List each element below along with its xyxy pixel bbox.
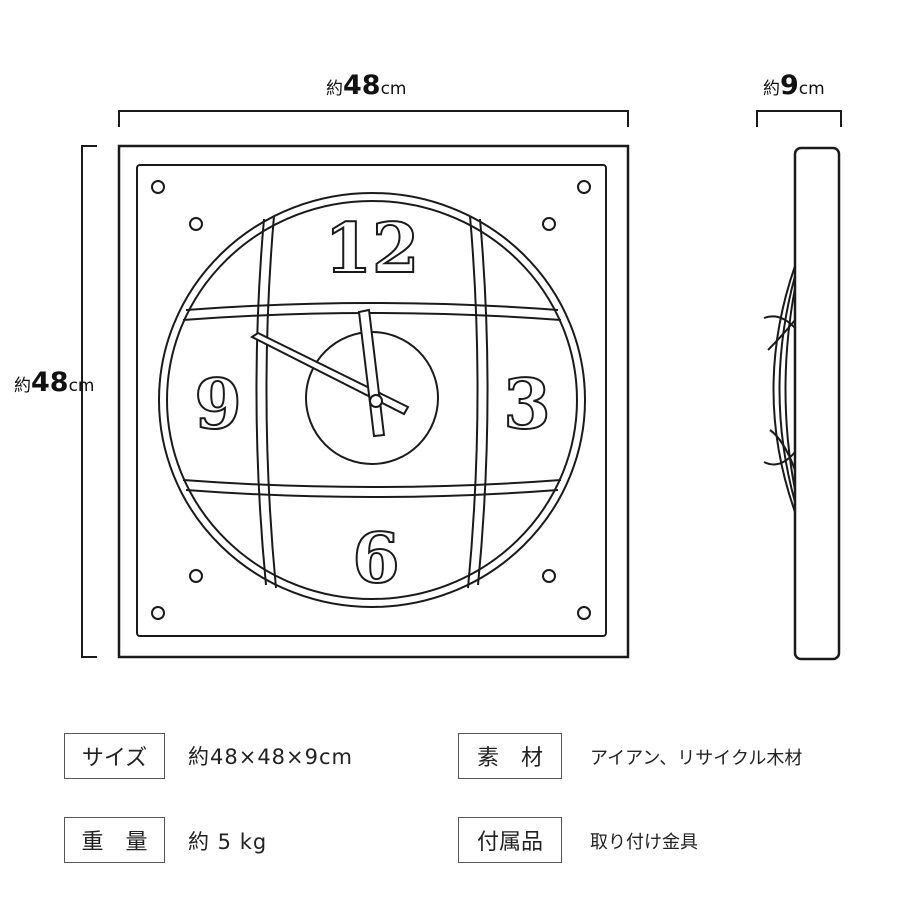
spec-value-weight: 約 5 kg: [188, 830, 268, 854]
width-prefix: 約: [326, 79, 343, 99]
side-view-ring: [778, 275, 796, 503]
iron-bar-right: [477, 218, 489, 586]
screw-hole: [189, 569, 203, 583]
spec-label-weight: 重 量: [64, 817, 165, 863]
spec-label-material: 素 材: [458, 733, 562, 779]
spec-value-material: アイアン、リサイクル木材: [590, 748, 803, 769]
side-view-board: [793, 146, 841, 661]
iron-ring-outer: [158, 192, 586, 608]
iron-bar-bottom: [182, 479, 562, 488]
numeral-6: 6: [352, 519, 399, 599]
iron-bar-left: [255, 218, 267, 586]
screw-hole: [151, 180, 165, 194]
clock-outer-frame: [117, 144, 630, 659]
depth-prefix: 約: [763, 79, 780, 99]
hand-pivot: [369, 394, 383, 408]
side-view-bar: [769, 429, 796, 471]
iron-bar-right: [467, 215, 479, 589]
height-dimension-line: [81, 145, 97, 658]
iron-bar-top: [182, 312, 562, 321]
height-label: 約48cm: [14, 367, 95, 398]
depth-value: 9: [780, 70, 799, 101]
numeral-12: 12: [325, 209, 420, 289]
height-prefix: 約: [14, 376, 31, 396]
side-view-bar: [767, 319, 796, 351]
numeral-3: 3: [503, 365, 550, 445]
side-view-ring: [784, 287, 796, 491]
screw-hole: [542, 217, 556, 231]
side-view-bar: [763, 315, 796, 329]
spec-value-size: 約48×48×9cm: [188, 745, 353, 769]
height-unit: cm: [68, 376, 95, 396]
screw-hole: [577, 180, 591, 194]
iron-bar-left: [265, 215, 277, 589]
width-label: 約48cm: [326, 70, 407, 101]
minute-hand: [250, 331, 410, 416]
clock-inner-frame: [136, 164, 607, 637]
screw-hole: [577, 606, 591, 620]
depth-dimension-line: [756, 110, 842, 127]
width-dimension-line: [118, 110, 629, 127]
hour-hand: [357, 308, 386, 438]
height-value: 48: [31, 367, 69, 398]
depth-label: 約9cm: [763, 70, 825, 101]
spec-value-accessories: 取り付け金具: [590, 832, 698, 853]
side-view-bar: [763, 451, 796, 466]
screw-hole: [189, 217, 203, 231]
numeral-9: 9: [194, 365, 241, 445]
spec-label-size: サイズ: [64, 733, 165, 779]
depth-unit: cm: [798, 79, 825, 99]
iron-bar-top: [185, 302, 559, 311]
iron-bar-bottom: [185, 489, 559, 498]
screw-hole: [151, 606, 165, 620]
side-view-ring: [772, 265, 796, 513]
width-unit: cm: [380, 79, 407, 99]
screw-hole: [542, 569, 556, 583]
iron-ring-inner: [166, 200, 578, 600]
spec-label-accessories: 付属品: [458, 817, 562, 863]
width-value: 48: [343, 70, 381, 101]
